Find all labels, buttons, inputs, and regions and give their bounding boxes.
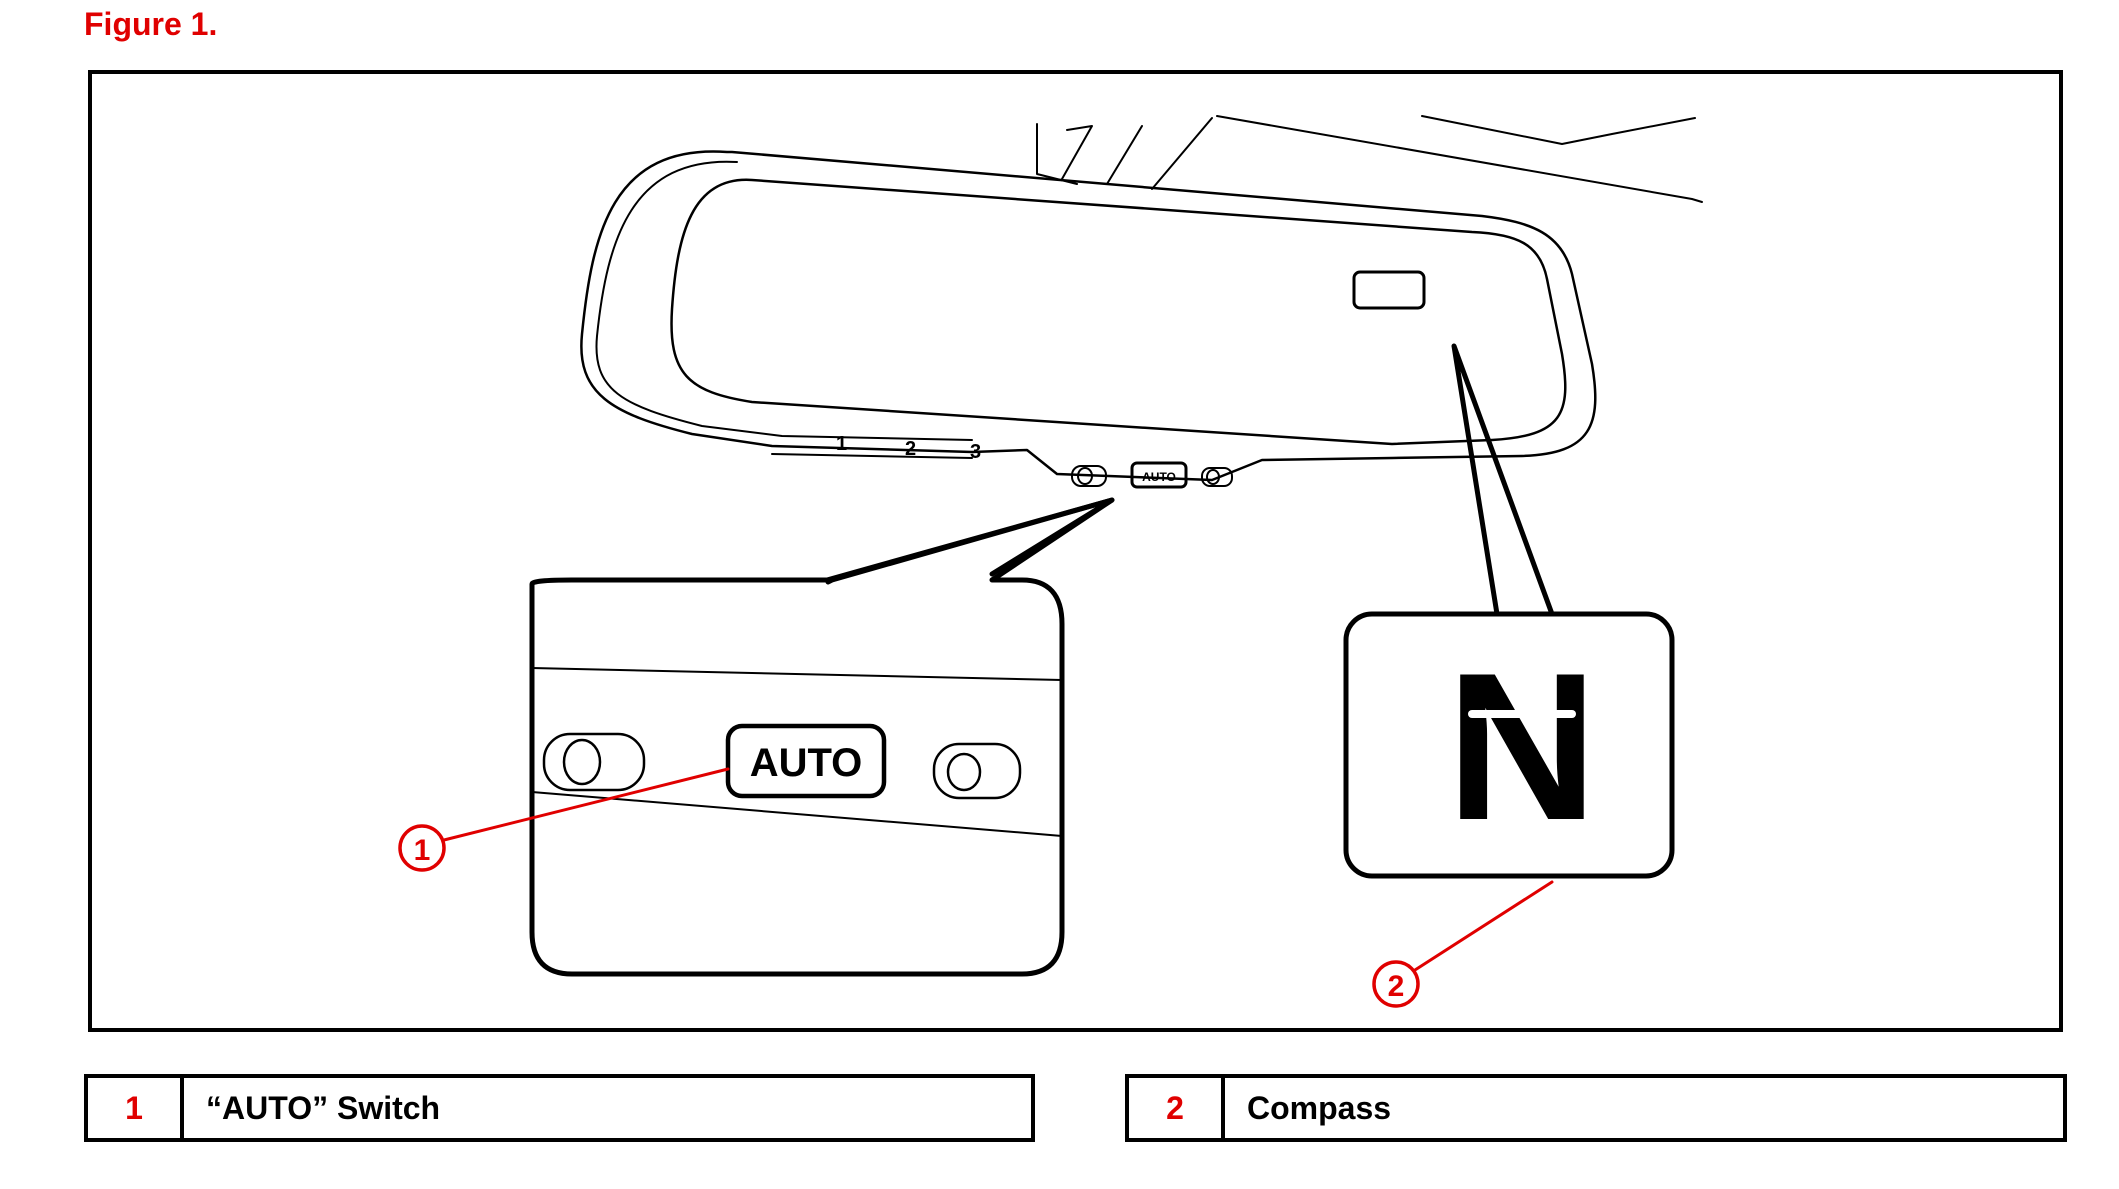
compass-window (1352, 270, 1426, 310)
zoom-left-sensor-lens (562, 738, 602, 786)
mirror-housing-edge (595, 160, 973, 441)
zoom-left-sensor (542, 732, 646, 792)
auto-zoom-strip-bottom (531, 791, 1063, 837)
legend-item-1-label: “AUTO” Switch (206, 1089, 441, 1126)
button-strip (771, 453, 973, 459)
mirror-auto-label: AUTO (1142, 470, 1176, 484)
callout-2-number: 2 (1388, 970, 1405, 1003)
auto-zoom-box (529, 497, 1115, 977)
compass-letter: N (1446, 629, 1598, 864)
compass-zoom-box (1343, 611, 1675, 879)
mirror-left-sensor-lens (1077, 467, 1093, 485)
figure-frame: 1 2 3 AUTO AUTO N (88, 70, 2063, 1032)
zoom-right-sensor (932, 742, 1022, 800)
figure-title: Figure 1. (84, 6, 218, 42)
callout-2-circle (1372, 960, 1420, 1008)
mirror-button-2-label: 2 (905, 438, 916, 460)
windshield-lines (1036, 115, 1703, 203)
mirror-button-3-label: 3 (970, 441, 981, 463)
legend-item-1-number: 1 (88, 1078, 184, 1138)
mirror-housing (580, 150, 1597, 482)
auto-zoom-strip-top (531, 667, 1063, 681)
compass-zoom-pointer (1451, 343, 1555, 617)
mirror-glass (670, 178, 1567, 446)
zoom-auto-button[interactable] (725, 723, 887, 799)
mirror-button-1-label: 1 (836, 433, 847, 455)
legend-item-2-number: 2 (1129, 1078, 1225, 1138)
zoom-auto-label: AUTO (750, 741, 863, 785)
legend-item-2-label: Compass (1247, 1089, 1392, 1126)
callout-leaders (442, 767, 1554, 972)
mirror-left-sensor (1071, 465, 1107, 487)
mirror-right-sensor (1201, 467, 1233, 487)
legend-item-2: 2 Compass (1125, 1074, 2067, 1142)
callout-1: 1 (398, 824, 446, 872)
callout-1-number: 1 (414, 834, 431, 867)
callout-2: 2 (1372, 960, 1420, 1008)
mirror-auto-button (1130, 461, 1188, 489)
legend-item-1: 1 “AUTO” Switch (84, 1074, 1035, 1142)
callout-1-circle (398, 824, 446, 872)
zoom-right-sensor-lens (946, 752, 982, 792)
mirror-diagram: 1 2 3 AUTO AUTO N (398, 115, 1703, 1008)
mirror-right-sensor-lens (1206, 469, 1220, 485)
